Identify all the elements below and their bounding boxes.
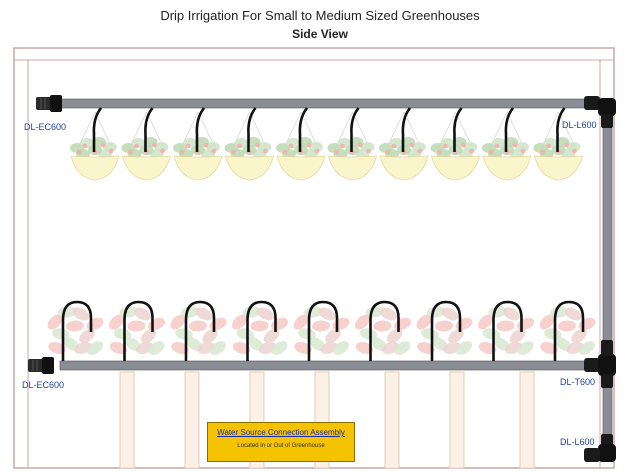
vertical-riser-pipe: [602, 103, 613, 457]
hanging-basket: [327, 111, 378, 181]
label-elbow-bottom: DL-L600: [560, 437, 595, 447]
drip-tube: [61, 300, 93, 361]
drip-tube: [430, 300, 462, 361]
tee-middle: [584, 340, 616, 388]
drip-tube: [556, 107, 566, 152]
drip-tube: [247, 107, 257, 152]
label-end-cap-bottom: DL-EC600: [22, 380, 65, 390]
label-end-cap-top: DL-EC600: [24, 122, 67, 132]
bench-leg: [449, 371, 465, 469]
drip-tube: [401, 107, 412, 152]
drip-tube: [184, 300, 216, 361]
hanging-basket: [379, 111, 429, 181]
floor-plant: [355, 306, 412, 355]
drip-tube: [553, 300, 585, 361]
hanging-basket: [121, 111, 172, 181]
hanging-baskets: [70, 111, 584, 181]
diagram-subtitle: Side View: [292, 27, 348, 41]
drip-tube: [307, 300, 339, 361]
drip-tube: [92, 107, 103, 152]
hanging-basket: [224, 111, 275, 181]
bench-leg: [519, 371, 535, 469]
diagram-title: Drip Irrigation For Small to Medium Size…: [160, 8, 480, 23]
label-elbow-top: DL-L600: [562, 120, 597, 130]
floor-plant: [293, 306, 350, 355]
drip-tube: [144, 107, 154, 152]
floor-plant: [170, 306, 227, 355]
hanging-basket: [482, 111, 532, 181]
top-drip-line: [59, 98, 601, 109]
label-tee: DL-T600: [560, 377, 596, 387]
floor-plant: [109, 306, 166, 355]
end-cap-bottom: [28, 357, 54, 374]
hanging-basket: [533, 111, 584, 181]
greenhouse-frame: [13, 47, 615, 469]
drip-tube: [298, 107, 309, 152]
floor-plant: [47, 306, 104, 355]
hanging-basket: [276, 111, 326, 181]
drip-tube: [369, 300, 400, 361]
water-source-note: Located in or Out of Greenhouse: [237, 443, 325, 449]
floor-plant: [416, 306, 473, 355]
water-source-title: Water Source Connection Assembly: [217, 428, 345, 437]
hanging-basket: [173, 111, 223, 181]
drip-tube: [246, 300, 277, 361]
elbow-top: [584, 96, 616, 128]
bench-leg: [119, 371, 135, 469]
drip-tube: [504, 107, 515, 152]
bench-leg: [384, 371, 400, 469]
floor-plant: [478, 306, 535, 355]
bottom-drip-line: [59, 360, 601, 371]
floor-plants: [47, 306, 596, 355]
elbow-bottom: [584, 434, 616, 462]
drip-tube: [195, 107, 206, 152]
end-cap-top: [36, 95, 62, 112]
drip-tube: [350, 107, 360, 152]
bench-leg: [184, 371, 200, 469]
floor-plant: [232, 306, 289, 355]
drip-tube: [123, 300, 154, 361]
drip-emitter-tubes: [61, 107, 585, 361]
drip-tube: [492, 300, 523, 361]
floor-plant: [539, 306, 596, 355]
water-source-box: Water Source Connection Assembly Located…: [207, 422, 355, 462]
fittings: [28, 95, 616, 462]
drip-tube: [453, 107, 463, 152]
